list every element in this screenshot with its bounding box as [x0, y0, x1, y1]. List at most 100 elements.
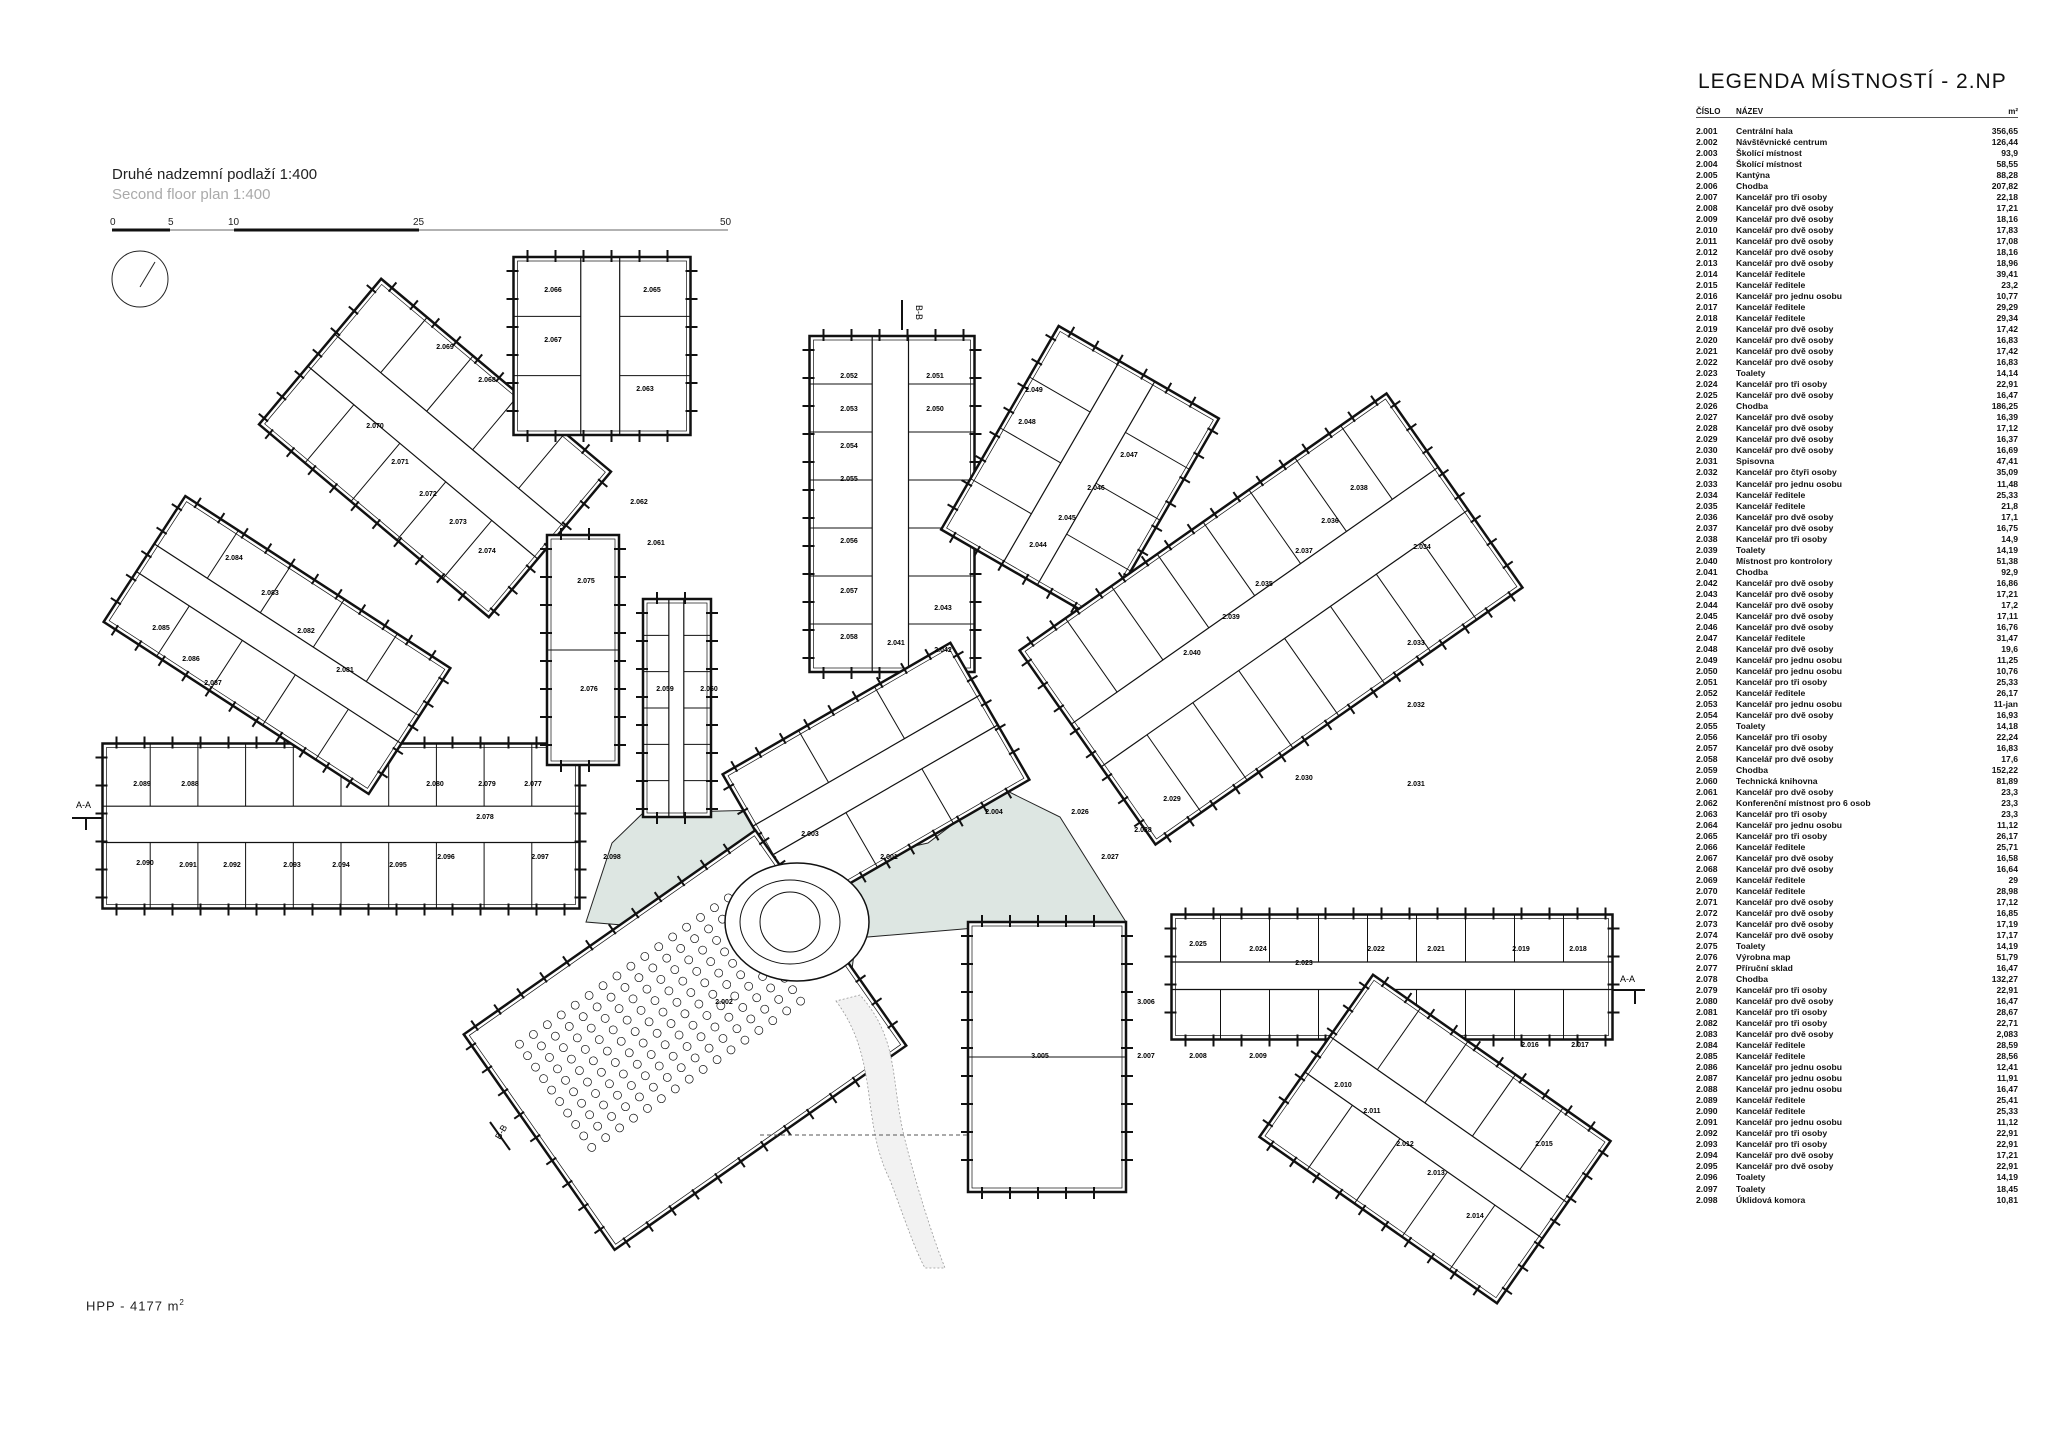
room-area: 16,76 — [1996, 621, 2018, 632]
room-name: Kancelář pro dvě osoby — [1736, 588, 1834, 599]
room-area: 14,14 — [1996, 368, 2018, 379]
room-area: 22,91 — [1996, 1161, 2018, 1172]
room-number: 2.059 — [1696, 764, 1718, 775]
room-number: 2.095 — [1696, 1161, 1718, 1172]
room-label: 2.003 — [801, 831, 819, 838]
room-area: 29 — [2008, 875, 2018, 886]
room-name: Kancelář pro tři osoby — [1736, 1128, 1828, 1139]
room-number: 2.049 — [1696, 654, 1718, 665]
room-number: 2.001 — [1696, 126, 1718, 136]
room-label: 2.045 — [1058, 515, 1076, 522]
room-area: 10,81 — [1996, 1194, 2018, 1205]
room-name: Kancelář pro dvě osoby — [1736, 335, 1834, 346]
room-name: Kancelář pro dvě osoby — [1736, 610, 1834, 621]
room-label: 3.006 — [1137, 999, 1155, 1006]
room-name: Toalety — [1736, 941, 1766, 952]
room-number: 2.021 — [1696, 346, 1718, 357]
room-number: 2.027 — [1696, 412, 1718, 423]
room-label: 2.060 — [700, 686, 718, 693]
room-name: Centrální hala — [1736, 126, 1793, 136]
room-area: 22,91 — [1996, 1139, 2018, 1150]
room-name: Výrobna map — [1736, 952, 1791, 963]
room-label: 2.082 — [297, 628, 315, 635]
room-area: 16,64 — [1996, 864, 2018, 875]
room-name: Kancelář pro dvě osoby — [1736, 643, 1834, 654]
room-area: 81,89 — [1996, 775, 2018, 786]
room-area: 17,42 — [1996, 324, 2018, 335]
room-label: 2.041 — [887, 640, 905, 647]
room-area: 28,59 — [1996, 1040, 2018, 1051]
room-number: 2.071 — [1696, 897, 1718, 908]
room-name: Kancelář pro tři osoby — [1736, 1139, 1828, 1150]
room-area: 29,34 — [1996, 313, 2018, 324]
room-area: 16,93 — [1996, 709, 2018, 720]
room-number: 2.092 — [1696, 1128, 1718, 1139]
room-number: 2.074 — [1696, 930, 1718, 941]
room-label: 2.043 — [934, 605, 952, 612]
wing-library-corridor — [636, 592, 718, 824]
room-label: 2.091 — [179, 862, 197, 869]
room-area: 17,83 — [1996, 225, 2018, 236]
room-label: 2.095 — [389, 862, 407, 869]
room-area: 17,6 — [2001, 753, 2018, 764]
room-area: 47,41 — [1996, 456, 2018, 467]
room-label: 2.016 — [1521, 1042, 1539, 1049]
room-number: 2.084 — [1696, 1040, 1718, 1051]
room-label: 2.023 — [1295, 960, 1313, 967]
room-label: 2.049 — [1025, 387, 1043, 394]
room-area: 11,12 — [1996, 1117, 2018, 1128]
room-area: 186,25 — [1991, 401, 2018, 412]
room-name: Kancelář pro dvě osoby — [1736, 357, 1834, 368]
room-label: 2.021 — [1427, 946, 1445, 953]
room-area: 22,24 — [1996, 731, 2018, 742]
room-label: 2.024 — [1249, 946, 1267, 953]
room-name: Kancelář pro tři osoby — [1736, 731, 1828, 742]
room-area: 51,79 — [1996, 952, 2018, 963]
room-name: Kancelář ředitele — [1736, 632, 1806, 643]
room-name: Kancelář pro tři osoby — [1736, 831, 1828, 841]
room-number: 2.096 — [1696, 1172, 1718, 1183]
room-label: 2.031 — [1407, 781, 1425, 788]
room-number: 2.065 — [1696, 831, 1718, 841]
room-area: 28,98 — [1996, 886, 2018, 897]
room-number: 2.075 — [1696, 941, 1718, 952]
legend-title: LEGENDA MÍSTNOSTÍ - 2.NP — [1698, 70, 2007, 93]
room-name: Kancelář ředitele — [1736, 1051, 1806, 1062]
room-area: 11-jan — [1993, 698, 2018, 709]
room-area: 207,82 — [1991, 181, 2018, 192]
room-name: Školící místnost — [1736, 148, 1802, 159]
room-name: Konferenční místnost pro 6 osob — [1736, 797, 1871, 808]
room-area: 29,29 — [1996, 302, 2018, 313]
room-label: 2.076 — [580, 686, 598, 693]
room-name: Toalety — [1736, 368, 1766, 379]
section-label-b-bottom: B-B — [493, 1123, 509, 1141]
room-number: 2.087 — [1696, 1073, 1718, 1084]
room-label: 2.088 — [181, 781, 199, 788]
room-label: 2.009 — [1249, 1053, 1267, 1060]
room-label: 2.075 — [577, 578, 595, 585]
room-area: 11,91 — [1996, 1073, 2018, 1084]
room-area: 35,09 — [1996, 467, 2018, 478]
room-labels: 2.0692.0682.0702.0712.0722.0732.0742.066… — [133, 287, 1589, 1220]
room-name: Kancelář pro dvě osoby — [1736, 445, 1834, 456]
room-area: 23,2 — [2001, 280, 2018, 291]
room-number: 2.086 — [1696, 1062, 1718, 1073]
room-name: Kancelář pro tři osoby — [1736, 533, 1828, 544]
room-number: 2.012 — [1696, 247, 1718, 258]
room-name: Kancelář pro dvě osoby — [1736, 753, 1834, 764]
room-name: Chodba — [1736, 401, 1768, 412]
room-label: 2.063 — [636, 386, 654, 393]
room-label: 2.068 — [478, 377, 496, 384]
room-number: 2.015 — [1696, 280, 1718, 291]
